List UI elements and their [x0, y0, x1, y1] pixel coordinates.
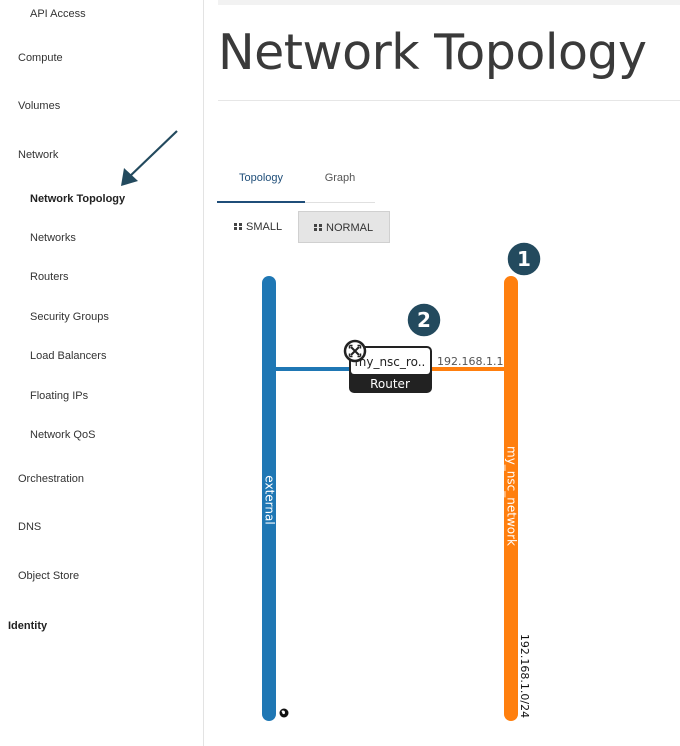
page-title: Network Topology: [218, 24, 647, 81]
network-cidr-label: 192.168.1.0/24: [518, 634, 531, 718]
router-type-label: Router: [370, 377, 410, 391]
top-strip: [218, 0, 680, 5]
sidebar-item-floating-ips[interactable]: Floating IPs: [30, 390, 89, 402]
sidebar-section-identity[interactable]: Identity: [8, 620, 48, 632]
router-node[interactable]: my_nsc_ro.. Router: [349, 346, 432, 393]
sidebar-item-load-balancers[interactable]: Load Balancers: [30, 350, 107, 362]
small-view-label: SMALL: [246, 221, 283, 233]
topology-tabs: Topology Graph: [217, 160, 375, 203]
title-divider: [218, 100, 680, 101]
sidebar-item-volumes[interactable]: Volumes: [18, 100, 61, 112]
sidebar-item-network[interactable]: Network: [18, 149, 59, 161]
sidebar-item-network-qos[interactable]: Network QoS: [30, 429, 96, 441]
network-external[interactable]: external: [262, 276, 277, 721]
sidebar-item-routers[interactable]: Routers: [30, 271, 69, 283]
sidebar-item-object-store[interactable]: Object Store: [18, 570, 80, 582]
callout-badge-1: 1: [505, 240, 543, 278]
grid-icon: [234, 223, 242, 230]
sidebar-item-dns[interactable]: DNS: [18, 521, 42, 533]
callout-number-2: 2: [417, 308, 431, 332]
globe-icon: [279, 708, 289, 718]
router-icon: [343, 339, 367, 363]
router-port-ip: 192.168.1.1: [437, 355, 503, 368]
normal-view-button[interactable]: NORMAL: [298, 211, 390, 243]
sidebar-item-api-access[interactable]: API Access: [30, 8, 86, 20]
callout-badge-2: 2: [405, 301, 443, 339]
annotation-arrow: [121, 130, 178, 186]
grid-icon: [314, 224, 322, 231]
sidebar-item-network-topology[interactable]: Network Topology: [30, 193, 126, 205]
router-name: my_nsc_ro..: [355, 355, 426, 369]
sidebar-item-compute[interactable]: Compute: [18, 52, 63, 64]
sidebar-item-networks[interactable]: Networks: [30, 232, 76, 244]
sidebar: API Access Compute Volumes Network Netwo…: [0, 0, 204, 746]
normal-view-label: NORMAL: [326, 222, 374, 234]
small-view-button[interactable]: SMALL: [218, 211, 298, 243]
network-external-label: external: [263, 475, 277, 524]
callout-number-1: 1: [517, 247, 531, 271]
network-my-nsc-network-label: my_nsc_network: [505, 446, 519, 546]
tab-topology[interactable]: Topology: [217, 160, 305, 203]
tab-graph[interactable]: Graph: [324, 172, 356, 184]
sidebar-item-security-groups[interactable]: Security Groups: [30, 311, 109, 323]
network-my-nsc-network[interactable]: my_nsc_network: [504, 276, 519, 721]
sidebar-item-orchestration[interactable]: Orchestration: [18, 473, 85, 485]
